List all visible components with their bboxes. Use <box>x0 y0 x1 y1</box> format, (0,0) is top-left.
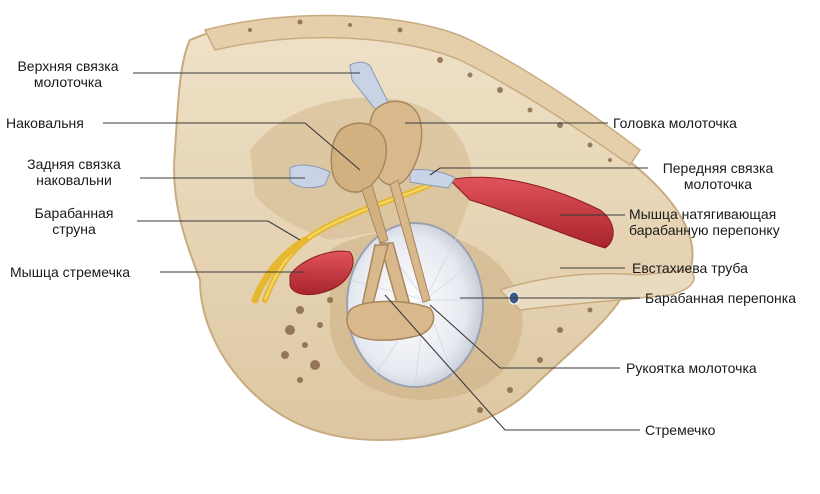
tensor-tympani-muscle <box>448 176 614 249</box>
label-malleus-head: Головка молоточка <box>613 115 737 131</box>
label-line: барабанную перепонку <box>629 222 780 238</box>
label-malleus-handle: Рукоятка молоточка <box>626 360 757 376</box>
anterior-malleus-ligament <box>409 169 456 189</box>
label-chorda-tympani: Барабанная струна <box>14 205 134 237</box>
label-superior-malleus-ligament: Верхняя связка молоточка <box>4 58 132 90</box>
chorda-tympani-lower <box>251 236 309 304</box>
leader-lines <box>103 72 648 431</box>
label-line: Мышца стремечка <box>10 264 131 280</box>
label-line: Барабанная перепонка <box>645 290 797 306</box>
label-line: Барабанная <box>34 205 114 221</box>
label-tympanic-membrane: Барабанная перепонка <box>645 290 796 306</box>
label-line: Верхняя связка <box>17 58 119 74</box>
label-line: Задняя связка <box>27 156 121 172</box>
label-anterior-malleus-ligament: Передняя связка молоточка <box>652 160 784 192</box>
label-incus: Наковальня <box>6 115 84 131</box>
label-posterior-incus-ligament: Задняя связка наковальни <box>10 156 138 188</box>
label-eustachian-tube: Евстахиева труба <box>632 260 748 276</box>
label-line: Наковальня <box>6 115 84 131</box>
posterior-incus-ligament <box>289 164 331 189</box>
label-tensor-tympani: Мышца натягивающая барабанную перепонку <box>629 206 780 238</box>
label-line: Евстахиева труба <box>632 260 748 276</box>
label-stapedius-muscle: Мышца стремечка <box>10 264 130 280</box>
stapes <box>346 242 435 341</box>
eustachian-tube <box>498 269 695 311</box>
mastoid-air-cells <box>248 19 612 413</box>
label-line: Головка молоточка <box>613 115 737 131</box>
label-line: молоточка <box>33 74 103 90</box>
label-line: Передняя связка <box>662 160 774 176</box>
stapedius-muscle <box>289 250 354 296</box>
label-stapes: Стремечко <box>645 422 715 438</box>
label-line: струна <box>52 221 96 237</box>
label-line: Рукоятка молоточка <box>626 360 757 376</box>
label-line: Стремечко <box>645 422 716 438</box>
label-line: молоточка <box>683 176 753 192</box>
label-line: Мышца натягивающая <box>629 206 777 222</box>
malleus-handle <box>389 179 431 303</box>
label-line: наковальни <box>36 172 112 188</box>
